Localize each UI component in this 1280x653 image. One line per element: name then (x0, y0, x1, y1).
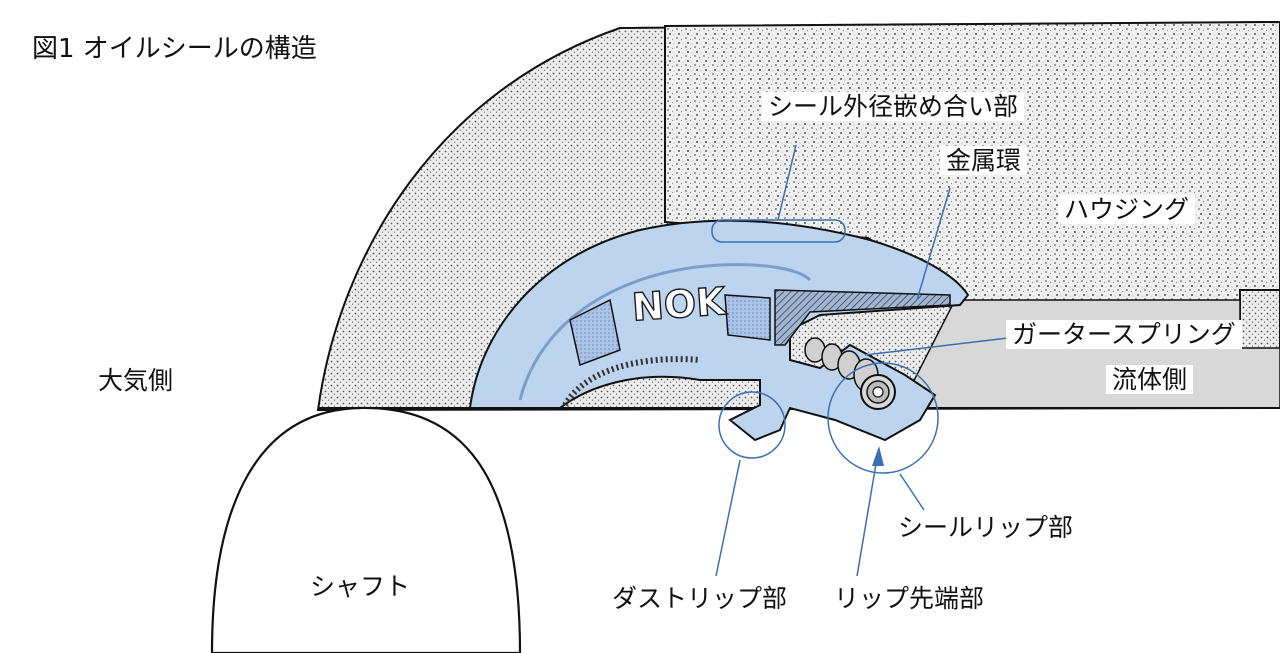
outer-fit-leader (777, 144, 797, 221)
figure-title: 図1 オイルシールの構造 (32, 34, 317, 64)
seal-inner-ring (518, 263, 812, 401)
label-housing: ハウジング (1058, 195, 1196, 224)
housing-bore (898, 299, 1280, 409)
label-seal-lip: シールリップ部 (898, 513, 1074, 542)
lip-tip-leader (856, 457, 878, 577)
metal-ring (774, 289, 951, 346)
label-outer-fit: シール外径嵌め合い部 (762, 92, 1025, 121)
seal-body (468, 219, 970, 442)
garter-spring-leader (864, 337, 1009, 356)
dust-lip-leader (715, 459, 741, 577)
brand-mark: NOK (631, 279, 729, 330)
seal-rib-coil (562, 356, 701, 407)
label-dust-lip: ダストリップ部 (612, 584, 788, 613)
garter-spring (804, 337, 896, 410)
label-fluid-side: 流体側 (1106, 365, 1194, 394)
label-garter-spring: ガータースプリング (1006, 320, 1242, 349)
label-lip-tip: リップ先端部 (834, 584, 985, 613)
dust-lip-circle (718, 391, 786, 459)
label-metal-ring: 金属環 (940, 146, 1028, 175)
seal-lip-leader (899, 473, 925, 511)
label-shaft: シャフト (310, 572, 411, 601)
seal-window-left (569, 298, 621, 367)
shaft (210, 406, 522, 653)
label-atmosphere-side: 大気側 (98, 366, 174, 395)
seal-window-mid (724, 294, 771, 341)
seal-lip-circle (827, 362, 939, 474)
metal-ring-leader (916, 187, 951, 301)
lip-tip-arrowhead (872, 446, 884, 466)
